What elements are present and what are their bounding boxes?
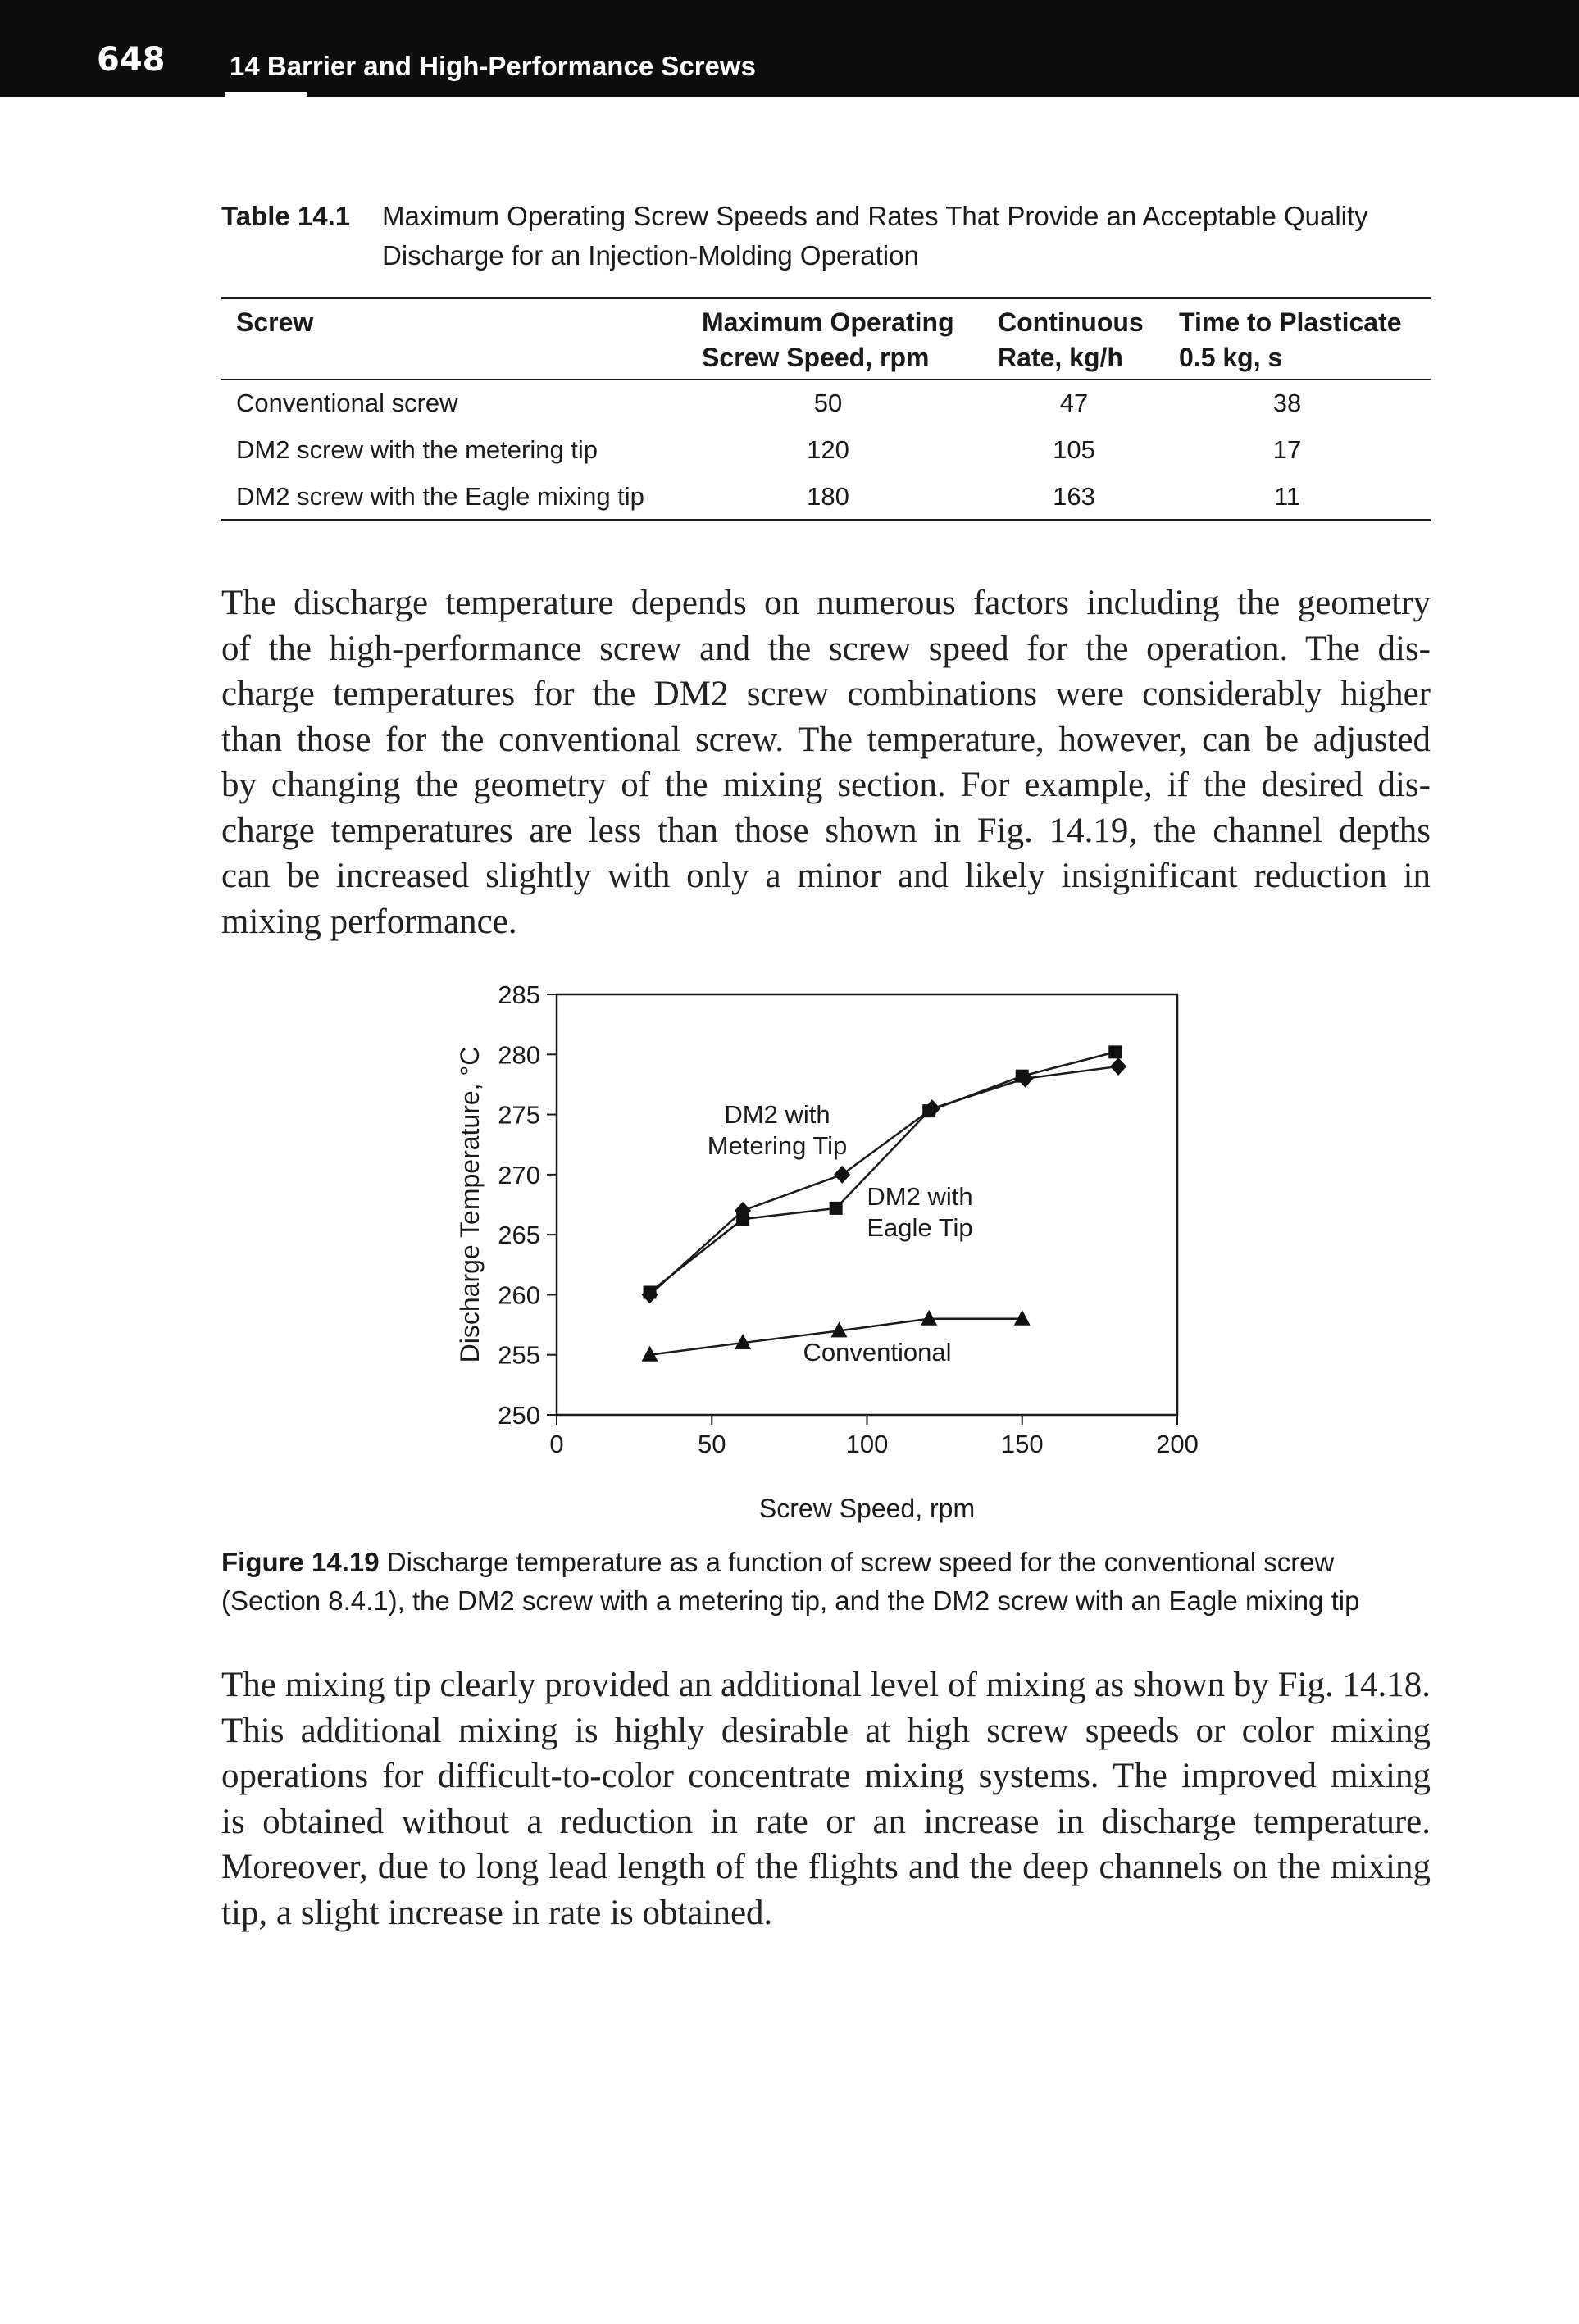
data-point-square (829, 1201, 843, 1215)
table-cell-rate: 163 (1053, 482, 1095, 511)
figure-caption-line2: (Section 8.4.1), the DM2 screw with a me… (221, 1585, 1360, 1616)
paragraph-line: charge temperatures are less than those … (221, 811, 1431, 850)
table-header-rule (221, 379, 1431, 380)
table-header-speed-line2: Screw Speed, rpm (702, 343, 930, 372)
y-tick-label: 250 (498, 1401, 540, 1430)
data-point-diamond (1110, 1057, 1127, 1076)
table-header-time-line1: Time to Plasticate (1179, 307, 1402, 337)
chapter-title: 14 Barrier and High-Performance Screws (230, 51, 756, 81)
table-cell-speed: 120 (807, 435, 849, 464)
table-header-rate-line1: Continuous (998, 307, 1144, 337)
data-point-square (1108, 1045, 1122, 1059)
x-axis-title: Screw Speed, rpm (759, 1494, 975, 1523)
paragraph-line: The mixing tip clearly provided an addit… (221, 1666, 1431, 1704)
header-tab-marker (225, 92, 307, 97)
paragraph-line: tip, a slight increase in rate is obtain… (221, 1893, 773, 1932)
series-label: DM2 with (867, 1182, 972, 1211)
table-header-screw: Screw (236, 307, 314, 337)
data-point-square (643, 1285, 657, 1299)
data-point-square (922, 1104, 936, 1118)
y-tick-label: 270 (498, 1161, 540, 1189)
paragraph-line: This additional mixing is highly desirab… (221, 1711, 1431, 1750)
data-point-square (736, 1212, 750, 1226)
body-paragraph-2: The mixing tip clearly provided an addit… (221, 1662, 1431, 1935)
paragraph-line: is obtained without a reduction in rate … (221, 1802, 1431, 1841)
page-number: 648 (97, 41, 166, 79)
series-line-0 (648, 1065, 1119, 1296)
paragraph-line: charge temperatures for the DM2 screw co… (221, 675, 1431, 713)
table-cell-screw: Conventional screw (236, 389, 458, 417)
data-point-diamond (834, 1165, 851, 1184)
paragraph-line: of the high-performance screw and the sc… (221, 629, 1431, 668)
table-header-speed-line1: Maximum Operating (702, 307, 954, 337)
y-tick-label: 285 (498, 980, 540, 1009)
data-point-triangle (735, 1334, 752, 1350)
x-tick-label: 0 (549, 1430, 563, 1458)
figure-caption: Figure 14.19 Discharge temperature as a … (221, 1543, 1431, 1620)
y-axis-title: Discharge Temperature, °C (455, 1047, 485, 1363)
y-tick-label: 280 (498, 1040, 540, 1069)
paragraph-line: The discharge temperature depends on num… (221, 584, 1431, 622)
table-cell-time: 17 (1272, 435, 1302, 464)
table-cell-screw: DM2 screw with the Eagle mixing tip (236, 482, 644, 511)
y-tick-label: 255 (498, 1341, 540, 1370)
table-cell-speed: 50 (813, 389, 843, 417)
x-tick-label: 150 (1001, 1430, 1044, 1458)
series-line-1 (648, 1051, 1116, 1294)
x-tick-label: 100 (846, 1430, 889, 1458)
data-point-triangle (830, 1321, 848, 1338)
table-cell-rate: 105 (1053, 435, 1095, 464)
running-header: 648 14 Barrier and High-Performance Scre… (0, 0, 1579, 97)
x-tick-label: 50 (698, 1430, 726, 1458)
table-cell-speed: 180 (807, 482, 849, 511)
paragraph-line: can be increased slightly with only a mi… (221, 857, 1431, 895)
table-caption: Table 14.1 Maximum Operating Screw Speeds… (221, 197, 1427, 275)
data-point-triangle (641, 1345, 658, 1362)
figure-caption-line1: Discharge temperature as a function of s… (386, 1547, 1335, 1577)
table-bottom-rule (221, 519, 1431, 521)
table-cell-screw: DM2 screw with the metering tip (236, 435, 598, 464)
paragraph-line: by changing the geometry of the mixing s… (221, 766, 1431, 804)
data-point-triangle (921, 1309, 938, 1326)
table-caption-label: Table 14.1 (221, 201, 351, 231)
table-cell-time: 11 (1273, 482, 1301, 511)
y-tick-label: 275 (498, 1101, 540, 1130)
paragraph-line: Moreover, due to long lead length of the… (221, 1848, 1431, 1886)
figure-caption-label: Figure 14.19 (221, 1547, 380, 1577)
table-cell-time: 38 (1272, 389, 1302, 417)
table-header-rate-line2: Rate, kg/h (998, 343, 1123, 372)
paragraph-line: than those for the conventional screw. T… (221, 720, 1431, 759)
paragraph-line: mixing performance. (221, 902, 517, 941)
series-label: Metering Tip (708, 1131, 848, 1160)
series-label: Conventional (803, 1338, 952, 1367)
data-point-square (1015, 1069, 1029, 1083)
table-top-rule (221, 297, 1431, 299)
x-tick-label: 200 (1156, 1430, 1199, 1458)
table-header-time-line2: 0.5 kg, s (1179, 343, 1283, 372)
table-caption-line1: Maximum Operating Screw Speeds and Rates… (382, 201, 1368, 231)
paragraph-line: operations for difficult-to-color concen… (221, 1757, 1431, 1795)
data-point-triangle (1013, 1309, 1031, 1326)
series-label: Eagle Tip (867, 1213, 972, 1242)
y-tick-label: 260 (498, 1280, 540, 1309)
y-tick-label: 265 (498, 1221, 540, 1249)
table-caption-line2: Discharge for an Injection-Molding Opera… (382, 240, 919, 271)
body-paragraph-1: The discharge temperature depends on num… (221, 580, 1431, 944)
table-cell-rate: 47 (1059, 389, 1089, 417)
series-label: DM2 with (724, 1100, 830, 1129)
figure-chart: 250 255 260 265 270 275 280 285 0 50 100 150 200Scre… (455, 980, 1199, 1523)
